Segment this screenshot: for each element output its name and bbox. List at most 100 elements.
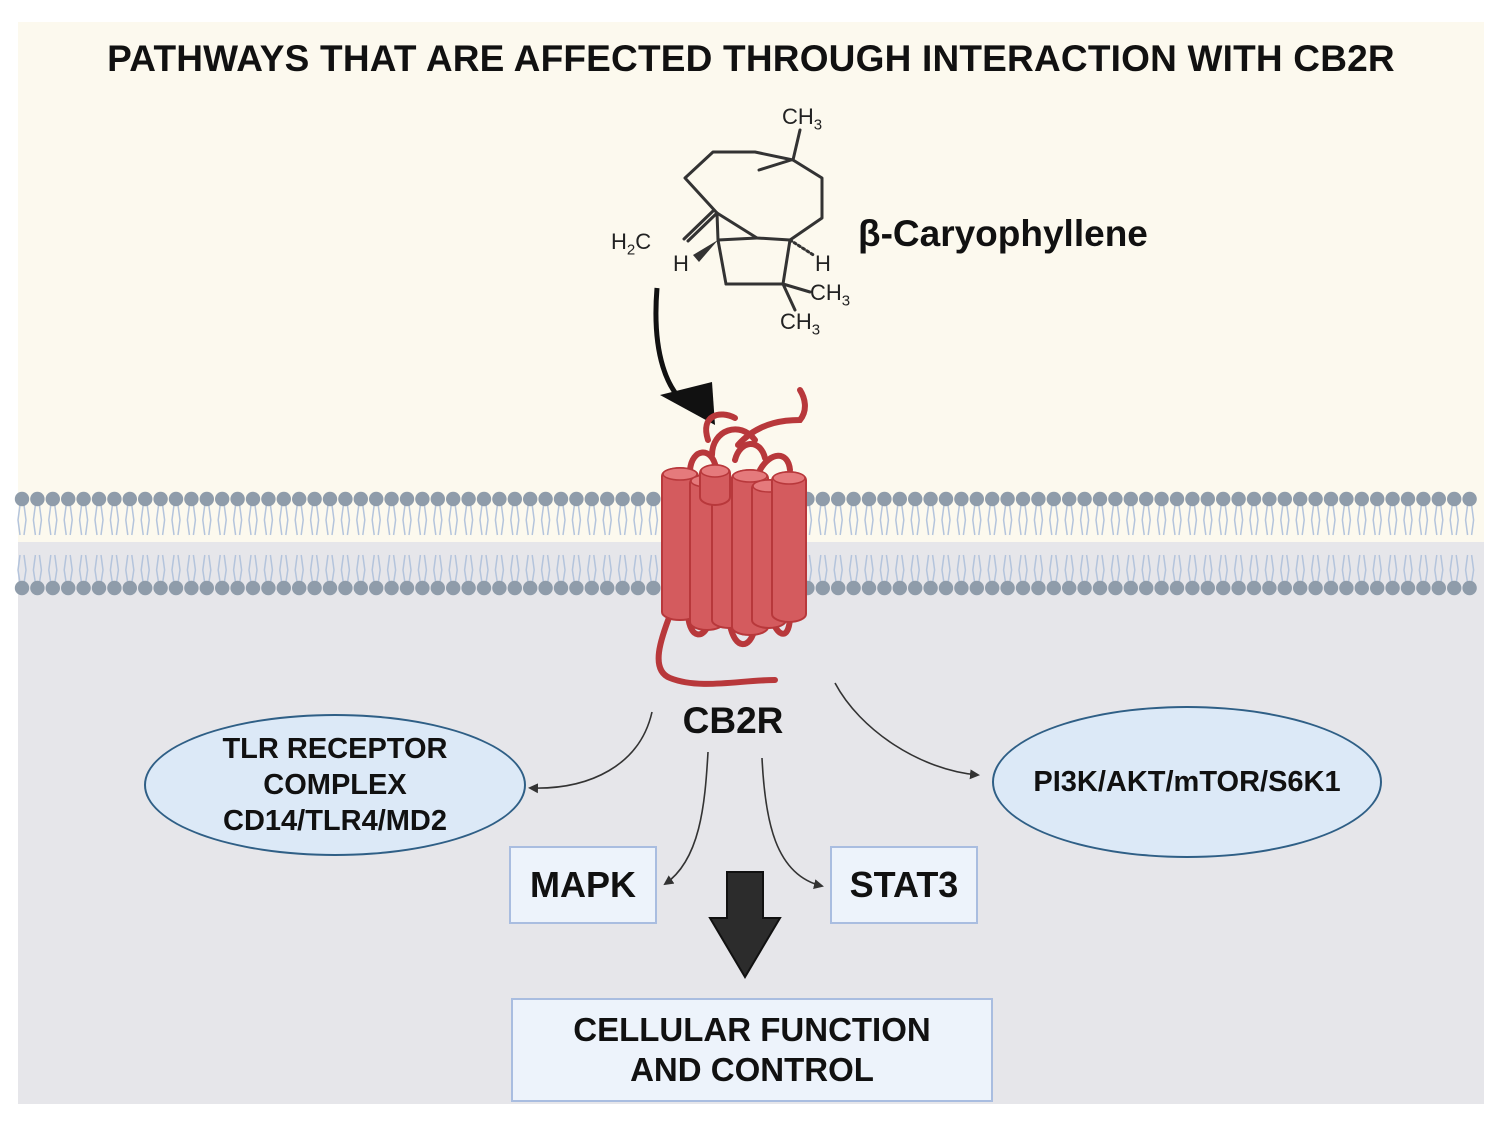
lipid-head — [1308, 491, 1323, 507]
lipid-tail — [1264, 554, 1275, 584]
lipid-tail — [202, 554, 212, 584]
lipid-head — [569, 580, 584, 596]
lipid-head — [1431, 580, 1447, 596]
arrow-to-stat3 — [761, 757, 824, 890]
stat3-node: STAT3 — [830, 846, 978, 924]
lipid-tail — [525, 554, 535, 584]
cb2r-receptor — [655, 387, 808, 687]
lipid-tail — [1387, 504, 1398, 536]
lipid-head — [430, 491, 445, 507]
lipid-tail — [1249, 504, 1259, 536]
label-ch3-bottom: CH3 — [780, 309, 821, 339]
lipid-tail — [1156, 504, 1167, 536]
lipid-tail — [1310, 504, 1321, 536]
lipid-head — [338, 491, 353, 507]
lipid-head — [276, 580, 291, 596]
lipid-head — [1123, 580, 1139, 596]
lipid-tail — [540, 504, 551, 536]
lipid-head — [523, 491, 538, 507]
lipid-tail — [571, 554, 582, 584]
lipid-head — [892, 491, 907, 507]
lipid-head — [138, 580, 153, 596]
tlr-receptor-complex-node: TLR RECEPTOR COMPLEX CD14/TLR4/MD2 — [144, 714, 526, 856]
lipid-tail — [1280, 554, 1290, 584]
lipid-head — [230, 491, 245, 507]
tlr-line-2: COMPLEX — [263, 769, 407, 801]
lipid-head — [184, 491, 199, 507]
lipid-tail — [1218, 554, 1228, 584]
lipid-head — [831, 491, 846, 507]
cellular-function-node: CELLULAR FUNCTION AND CONTROL — [511, 998, 993, 1102]
lipid-tail — [587, 504, 597, 536]
lipid-tail — [417, 504, 428, 536]
lipid-tail — [1002, 554, 1013, 584]
lipid-tail — [1187, 504, 1198, 536]
lipid-head — [307, 580, 322, 596]
lipid-head — [1154, 491, 1169, 507]
lipid-head — [1062, 491, 1077, 507]
lipid-head — [1462, 580, 1477, 596]
lipid-tail — [525, 504, 535, 536]
lipid-tail — [510, 554, 520, 584]
lipid-head — [1431, 491, 1447, 507]
lipid-head — [1077, 580, 1092, 596]
lipid-tail — [818, 504, 828, 536]
lipid-tail — [1203, 554, 1213, 584]
lipid-head — [199, 491, 214, 507]
receptor-helix-cap — [662, 467, 698, 481]
lipid-head — [399, 491, 415, 507]
lipid-head — [1077, 491, 1092, 507]
lipid-head — [322, 491, 338, 507]
lipid-tail — [1141, 554, 1151, 584]
lipid-tail — [202, 504, 212, 536]
lipid-head — [60, 491, 76, 507]
lipid-tail — [325, 554, 335, 584]
lipid-head — [1277, 580, 1293, 596]
lipid-tail — [386, 504, 397, 536]
lipid-tail — [109, 554, 120, 584]
lipid-tail — [972, 504, 982, 536]
lipid-head — [1354, 580, 1370, 596]
lipid-head — [646, 580, 661, 596]
lipid-tail — [125, 554, 135, 584]
lipid-head — [1062, 580, 1077, 596]
lipid-tail — [864, 554, 874, 584]
lipid-head — [969, 580, 984, 596]
lipid-tail — [1403, 504, 1413, 536]
outcome-arrow — [708, 871, 782, 979]
lipid-tail — [448, 554, 458, 584]
lipid-tail — [309, 504, 320, 536]
lipid-head — [1000, 580, 1015, 596]
lipid-tail — [17, 554, 27, 584]
lipid-head — [1200, 491, 1216, 507]
receptor-helix-cap — [772, 471, 806, 485]
lipid-tail — [1326, 554, 1336, 584]
lipid-tail — [602, 504, 612, 536]
lipid-head — [600, 580, 615, 596]
lipid-head — [1015, 491, 1031, 507]
lipid-tail — [925, 554, 936, 584]
lipid-head — [107, 580, 122, 596]
lipid-head — [954, 580, 969, 596]
lipid-head — [369, 580, 384, 596]
lipid-head — [199, 580, 214, 596]
lipid-head — [985, 580, 1000, 596]
lipid-tail — [1418, 554, 1429, 584]
arrow-to-pi3k — [834, 682, 980, 780]
lipid-head — [507, 580, 522, 596]
lipid-head — [261, 580, 276, 596]
lipid-tail — [848, 504, 859, 536]
lipid-tail — [371, 554, 381, 584]
lipid-head — [461, 580, 476, 596]
lipid-head — [91, 491, 107, 507]
lipid-tail — [356, 554, 366, 584]
pi3k-label: PI3K/AKT/mTOR/S6K1 — [1033, 765, 1341, 798]
lipid-head — [1108, 580, 1123, 596]
lipid-head — [553, 491, 569, 507]
lipid-tail — [279, 554, 289, 584]
lipid-tail — [1357, 554, 1367, 584]
lipid-head — [1169, 491, 1185, 507]
lipid-tail — [818, 554, 828, 584]
lipid-tail — [1018, 504, 1028, 536]
